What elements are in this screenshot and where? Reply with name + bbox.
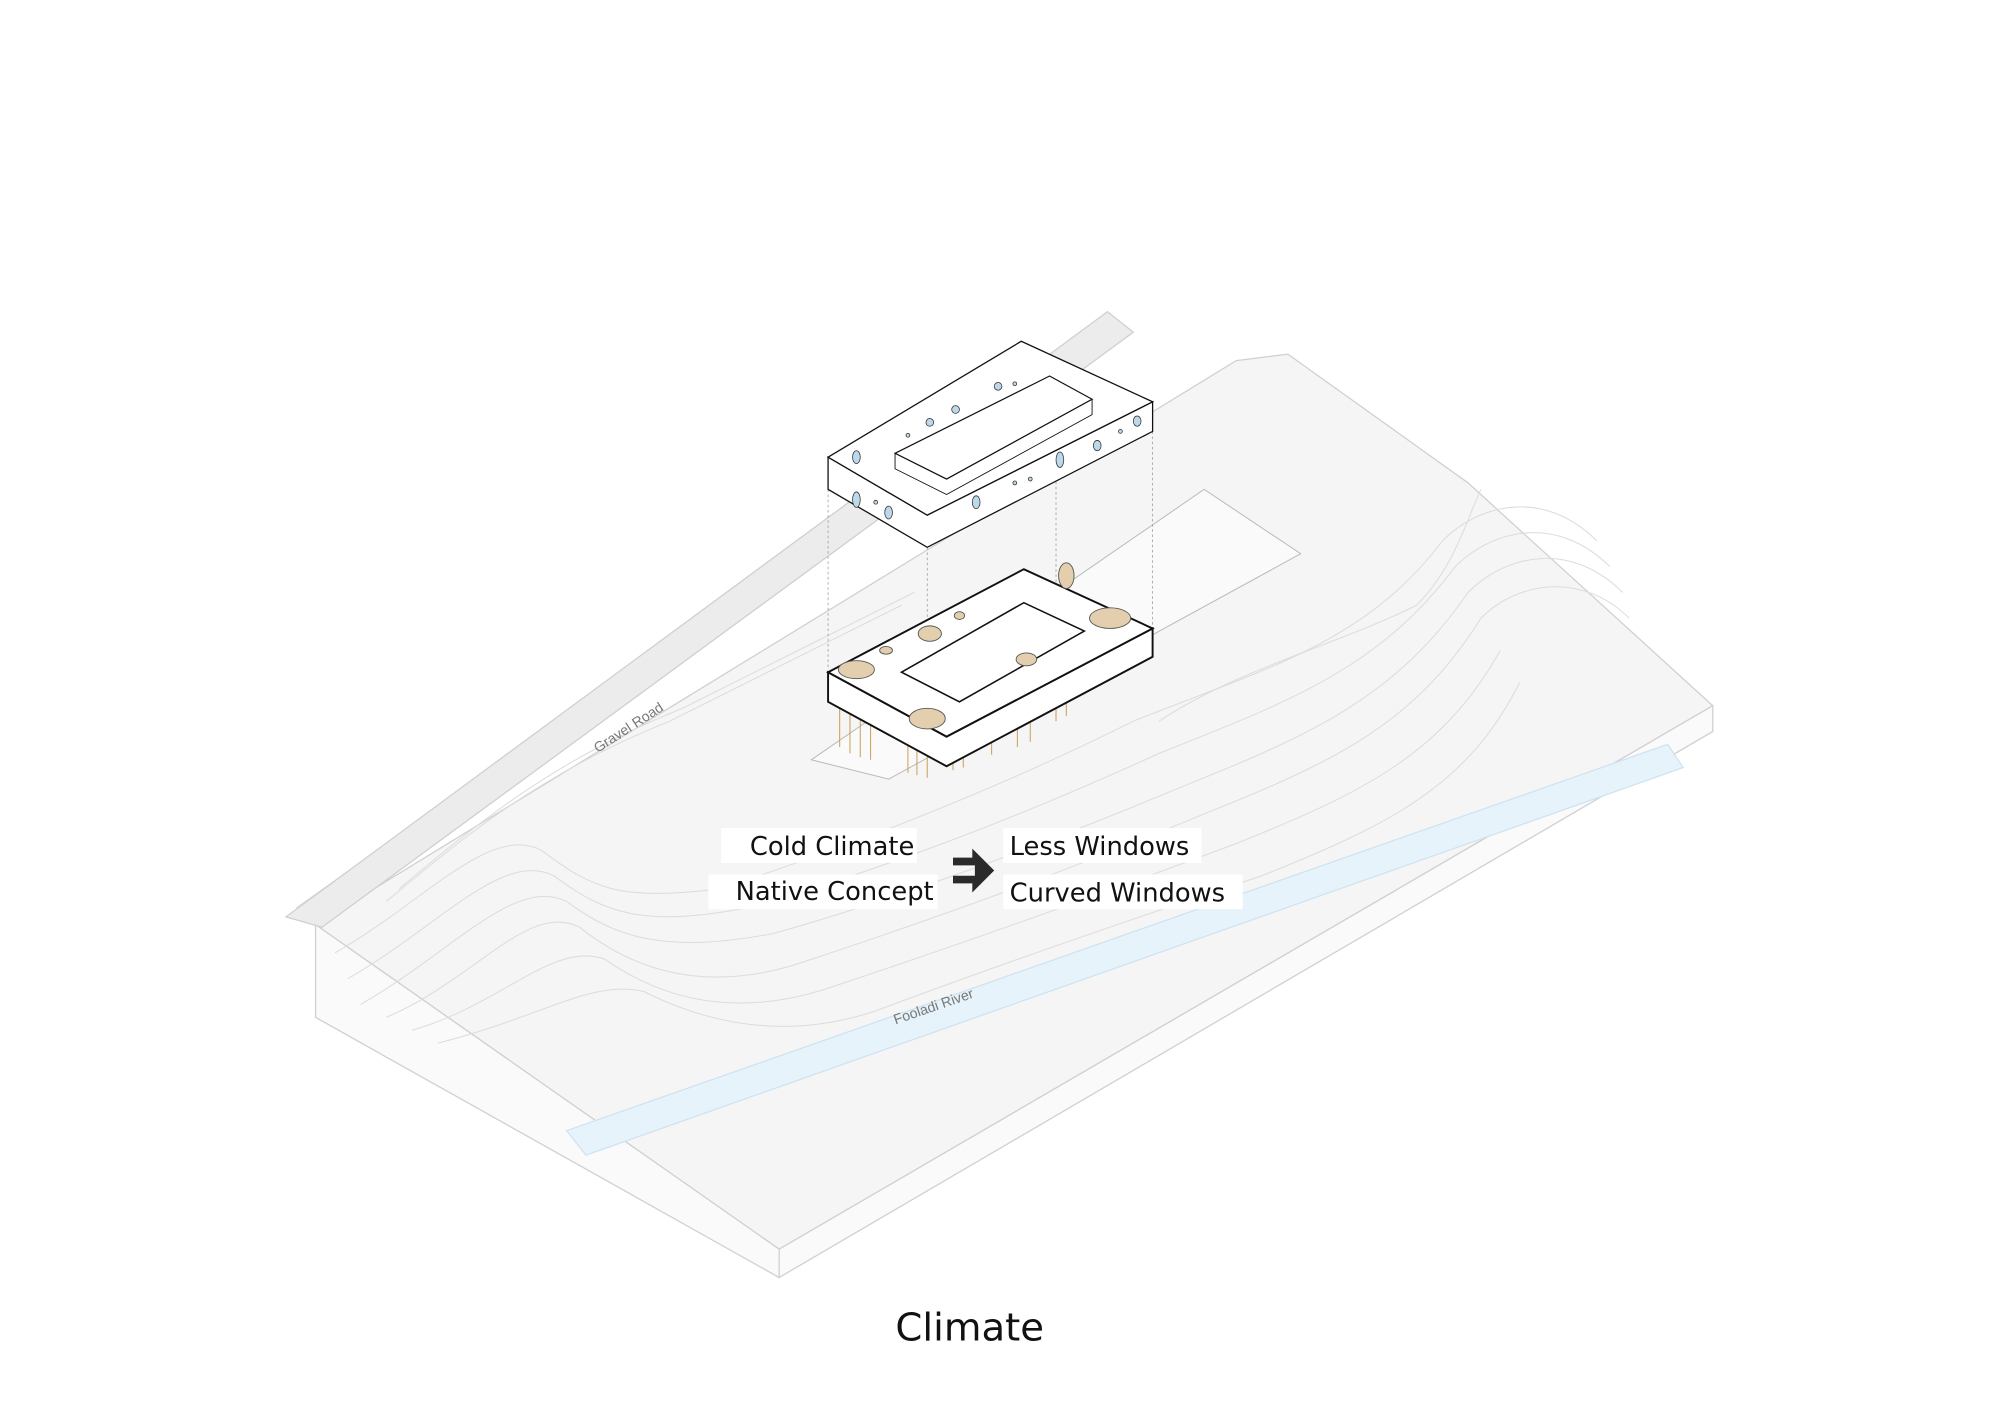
diagram-title: Climate bbox=[895, 1306, 1044, 1351]
climate-annotation: Cold Climate Native Concept Less Windows… bbox=[708, 828, 1243, 910]
building-lower bbox=[826, 562, 1155, 768]
building-upper bbox=[826, 340, 1155, 549]
fooladi-river bbox=[565, 743, 1685, 1156]
courtyard bbox=[899, 601, 1087, 703]
cold-climate-label: Cold Climate bbox=[750, 832, 915, 862]
native-concept-label: Native Concept bbox=[736, 877, 934, 907]
double-arrow-right-icon bbox=[952, 848, 995, 893]
terrain-right-face bbox=[778, 704, 1714, 1279]
small-windows bbox=[852, 381, 1142, 520]
less-windows-label: Less Windows bbox=[1010, 832, 1190, 862]
curved-windows bbox=[837, 562, 1132, 730]
curved-windows-label: Curved Windows bbox=[1010, 878, 1225, 908]
